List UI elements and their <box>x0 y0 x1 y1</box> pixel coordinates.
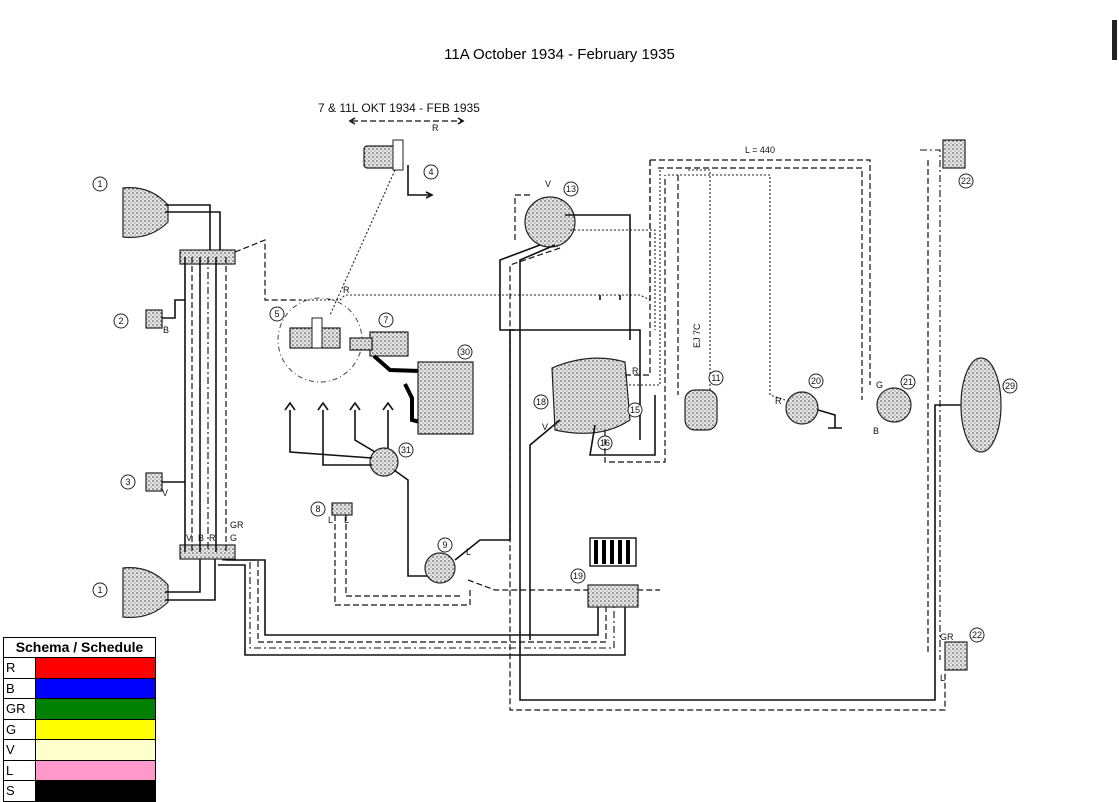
label-r-15: R <box>632 366 639 376</box>
subtitle-arrowheads <box>348 117 465 125</box>
num-19: 19 <box>573 571 583 581</box>
num-31: 31 <box>401 445 411 455</box>
label-l-9: L <box>466 547 471 557</box>
component-20: 20 R <box>775 373 842 429</box>
subtitle: 7 & 11L OKT 1934 - FEB 1935 <box>318 101 480 115</box>
headlamp-top: 1 <box>92 176 169 239</box>
legend-row: GR <box>4 699 155 720</box>
num-5: 5 <box>274 309 279 319</box>
legend-swatch <box>36 781 155 801</box>
conn-label-v: V <box>186 533 192 543</box>
label-r-top: R <box>432 123 439 133</box>
num-2: 2 <box>118 316 123 326</box>
legend-swatch <box>36 678 155 698</box>
num-11: 11 <box>711 373 720 383</box>
scan-edge-mark <box>1112 20 1117 60</box>
num-18: 18 <box>536 397 546 407</box>
label-r-20: R <box>775 396 782 406</box>
legend-row: R <box>4 658 155 679</box>
legend-swatch <box>36 699 155 719</box>
pointer-4-5 <box>329 169 396 316</box>
conn-label-r: R <box>209 533 216 543</box>
legend-code: GR <box>4 699 36 719</box>
page-title: 11A October 1934 - February 1935 <box>444 46 675 63</box>
legend-row: V <box>4 740 155 761</box>
legend-title: Schema / Schedule <box>4 638 155 658</box>
component-2: 2 B <box>113 309 169 335</box>
legend-swatch <box>36 658 155 678</box>
num-22-bottom: 22 <box>972 630 982 640</box>
conn-label-g: G <box>230 533 237 543</box>
num-9: 9 <box>442 540 447 550</box>
legend-code: R <box>4 658 36 678</box>
left-harness <box>162 204 300 601</box>
num-29: 29 <box>1005 381 1015 391</box>
legend-row: S <box>4 781 155 801</box>
component-22-bottom: 22 GR L <box>940 627 985 683</box>
label-l-22: L <box>940 673 945 683</box>
num-7: 7 <box>383 315 388 325</box>
component-21: 21 G B <box>873 374 916 436</box>
component-5: 5 <box>269 297 363 383</box>
component-9: 9 L <box>424 329 660 591</box>
label-v-18: V <box>542 422 548 432</box>
num-30: 30 <box>460 347 470 357</box>
legend-swatch <box>36 760 155 780</box>
num-1-top: 1 <box>97 179 102 189</box>
num-13: 13 <box>566 184 576 194</box>
component-30: 30 <box>417 344 474 435</box>
headlamp-bottom: 1 <box>92 567 169 619</box>
num-3: 3 <box>125 477 130 487</box>
legend-row: G <box>4 719 155 740</box>
label-l-8: L <box>328 515 333 525</box>
num-20: 20 <box>811 376 821 386</box>
label-l440: L = 440 <box>745 145 775 155</box>
label-gr-22: GR <box>940 632 954 642</box>
bottom-harness <box>218 559 626 656</box>
num-1-bottom: 1 <box>97 585 102 595</box>
num-21: 21 <box>903 377 913 387</box>
conn-label-b: B <box>198 533 204 543</box>
component-19: 19 <box>570 537 639 608</box>
legend-code: V <box>4 740 36 760</box>
label-b-21: B <box>873 426 879 436</box>
component-13: 13 V <box>499 179 968 711</box>
label-r-mid: R <box>343 285 350 295</box>
legend-code: B <box>4 678 36 698</box>
component-4: 4 <box>363 139 439 199</box>
component-3: 3 V <box>120 472 168 498</box>
label-g-21: G <box>876 380 883 390</box>
component-29: 29 <box>960 357 1018 453</box>
label-ej7c: EJ 7C <box>692 323 702 348</box>
legend-swatch <box>36 719 155 739</box>
legend-row: L <box>4 760 155 781</box>
component-regulator: 15 16 18 R V <box>529 160 666 640</box>
legend-row: B <box>4 678 155 699</box>
component-31: 31 <box>284 401 440 577</box>
conn-label-gr: GR <box>230 520 244 530</box>
label-v-13: V <box>545 179 551 189</box>
num-15: 15 <box>630 405 640 415</box>
label-v-3: V <box>162 488 168 498</box>
component-11: 11 EJ 7C <box>684 323 724 431</box>
num-4: 4 <box>428 167 433 177</box>
legend-code: S <box>4 781 36 801</box>
legend-code: L <box>4 760 36 780</box>
component-22-top: 22 <box>942 139 974 189</box>
label-b-2: B <box>163 325 169 335</box>
num-22-top: 22 <box>961 176 971 186</box>
num-8: 8 <box>315 504 320 514</box>
legend-swatch <box>36 740 155 760</box>
component-8: 8 L L <box>310 501 471 606</box>
legend-code: G <box>4 719 36 739</box>
